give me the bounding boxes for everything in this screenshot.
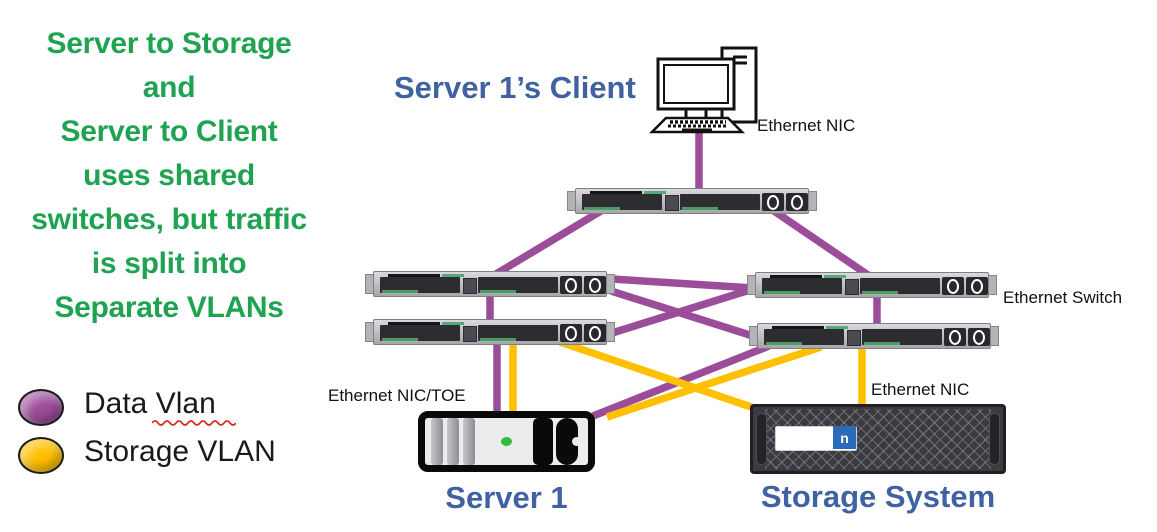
vlan-link-switch-b-switch-c [610,285,755,337]
sw-bank [478,277,558,293]
sw-ear [606,274,615,294]
annotation-line: is split into [91,247,247,280]
sw-psu [584,324,606,342]
server-device [418,411,595,472]
sw-ear [808,191,817,211]
sw-bank [380,277,460,293]
storage-vlan-label: Storage VLAN [84,435,276,468]
sw-body [373,319,607,345]
annotation-line: Separate VLANs [54,291,284,324]
annotation-line: Server to Client [60,115,278,148]
server-bezel-bar [447,418,459,465]
client-title: Server 1’s Client [394,70,636,105]
storage-title: Storage System [760,479,996,514]
sw-greenbar [644,191,666,194]
sw-psu [968,328,990,346]
sw-bank [862,329,942,345]
client-nic-label: Ethernet NIC [757,116,856,135]
sw-bank [582,194,662,210]
vlan-link-switch-a-switch-b [611,275,754,292]
ethernet-switch-b [747,272,997,298]
annotation-line: switches, but traffic [31,203,307,236]
sw-body [575,188,809,214]
sw-body [755,272,989,298]
sw-blackbar [388,274,440,277]
server-latch [572,437,581,446]
ethernet-switch-top [567,188,817,214]
sw-psu [560,276,582,294]
ethernet-switch-a [365,271,615,297]
server-bezel-bar [463,418,475,465]
vlan-link-switch-d-server [605,343,823,421]
netapp-logo: n [833,426,856,449]
sw-fan [463,278,477,294]
vlan-link-switch-c-storage [558,338,768,416]
storage-device: n [750,404,1006,474]
storage-vlan-swatch [18,437,64,474]
sw-blackbar [388,322,440,325]
ethernet-switch-d [749,323,999,349]
server-power-led [501,437,512,446]
sw-body [373,271,607,297]
sw-fan [845,279,859,295]
ethernet-switch-c [365,319,615,345]
sw-blackbar [772,326,824,329]
sw-bank [680,194,760,210]
annotation-text: Server to Storage and Server to Client u… [0,22,338,330]
annotation-line: and [142,71,196,104]
sw-psu [560,324,582,342]
server-title: Server 1 [445,480,568,515]
sw-psu [762,193,784,211]
sw-greenbar [824,275,846,278]
server-bezel-bar [431,418,443,465]
sw-greenbar [442,274,464,277]
sw-greenbar [826,326,848,329]
sw-bank [762,278,842,294]
sw-bank [764,329,844,345]
sw-body [757,323,991,349]
desktop-computer-icon [648,46,758,134]
vlan-link-switch-top-switch-b [771,207,871,279]
sw-psu [942,277,964,295]
sw-ear [990,326,999,346]
sw-psu [584,276,606,294]
storage-handle [989,413,1000,465]
server-nic-label: Ethernet NIC/TOE [328,386,466,405]
annotation-line: Server to Storage [46,27,292,60]
sw-bank [860,278,940,294]
vlan-link-switch-top-switch-a [494,207,603,278]
data-vlan-label: Data Vlan [84,387,216,420]
sw-blackbar [590,191,642,194]
server-drive-bay [533,418,553,465]
sw-fan [847,330,861,346]
spellcheck-underline [152,420,236,426]
server-drive-bay [556,418,578,465]
sw-psu [786,193,808,211]
sw-ear [988,275,997,295]
data-vlan-swatch [18,389,64,426]
sw-greenbar [442,322,464,325]
sw-ear [606,322,615,342]
sw-psu [966,277,988,295]
annotation-line: uses shared [83,159,255,192]
sw-fan [463,326,477,342]
sw-blackbar [770,275,822,278]
sw-bank [478,325,558,341]
storage-nic-label: Ethernet NIC [871,380,970,399]
ethernet-switch-label: Ethernet Switch [1003,288,1123,307]
sw-fan [665,195,679,211]
sw-bank [380,325,460,341]
storage-handle [756,413,767,465]
sw-psu [944,328,966,346]
